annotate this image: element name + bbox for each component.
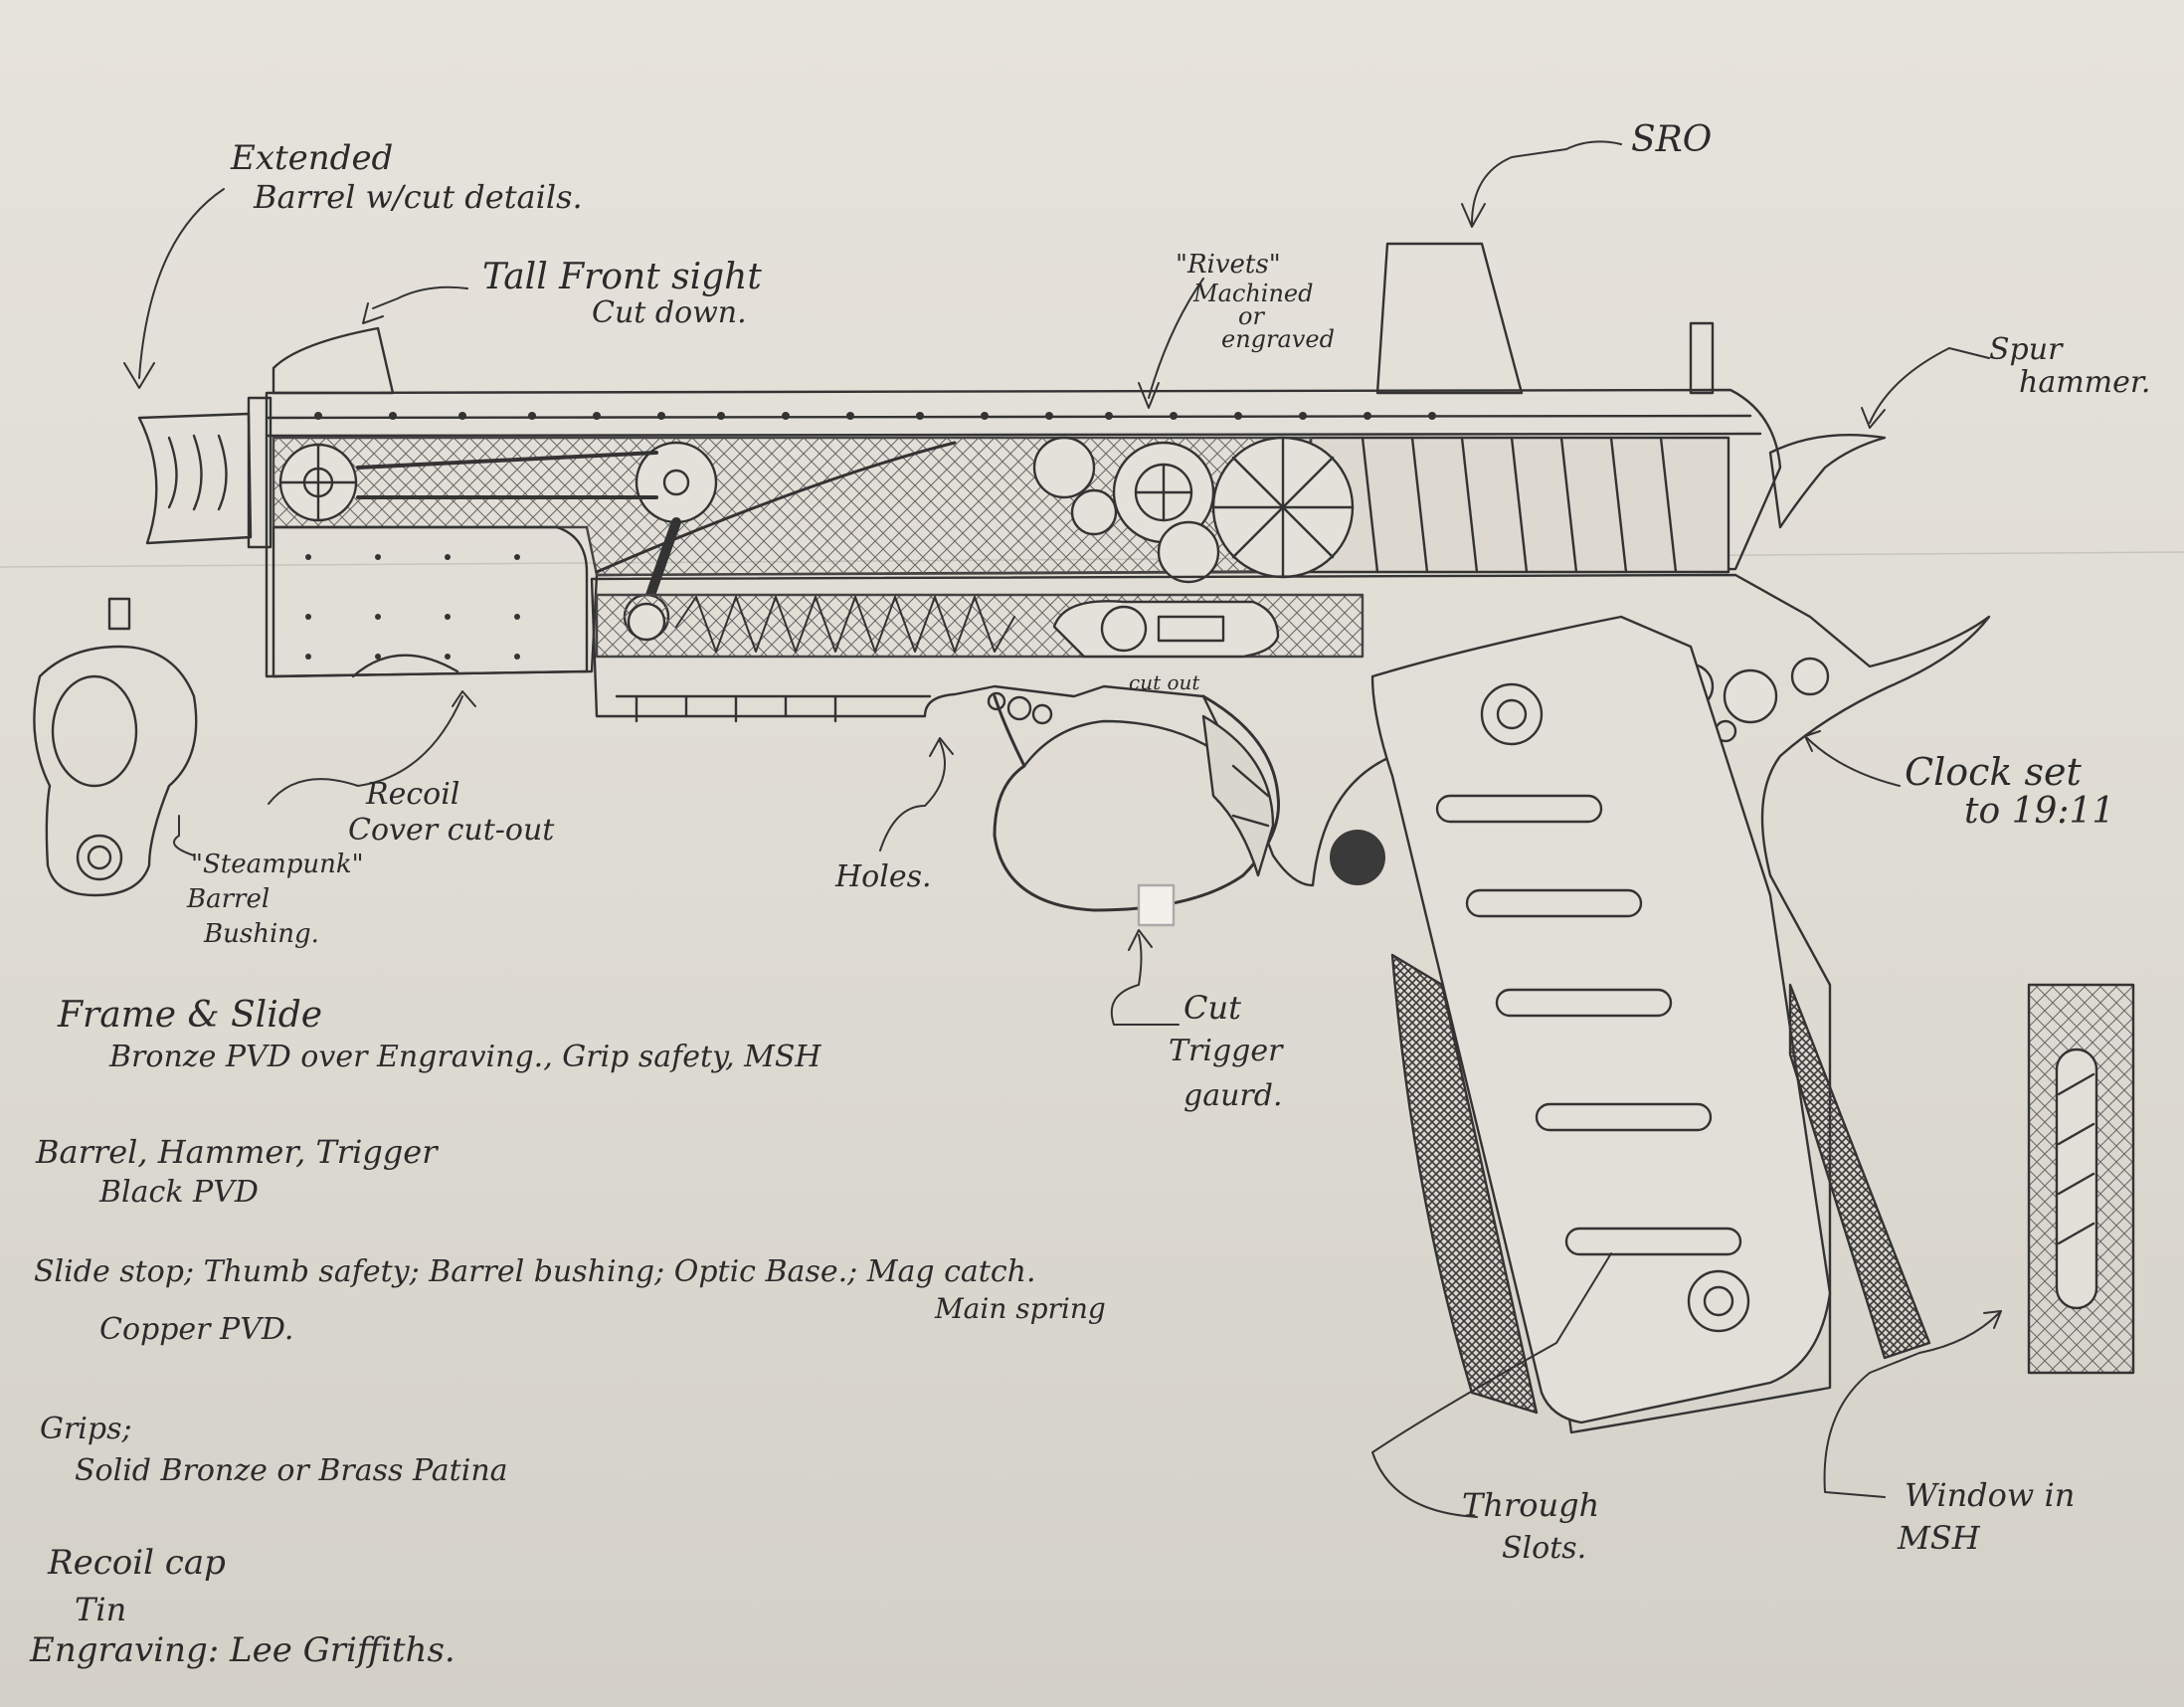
recoil-cover-cutout: [351, 654, 459, 678]
callout-clock-line2: to 19:11: [1964, 791, 2115, 832]
callout-sro: SRO: [1631, 119, 1713, 160]
msh-window: [2027, 983, 2135, 1375]
note-slide-stop-heading: Slide stop; Thumb safety; Barrel bushing…: [34, 1254, 1036, 1289]
callout-front-sight-line1: Tall Front sight: [482, 257, 762, 297]
callout-holes: Holes.: [835, 859, 932, 894]
note-grips-heading: Grips;: [40, 1412, 132, 1446]
callout-rivets-line2: Machined: [1193, 280, 1314, 307]
callout-cutout: cut out: [1129, 670, 1200, 694]
sro-optic: [1375, 242, 1524, 395]
note-barrel-hammer-heading: Barrel, Hammer, Trigger: [36, 1133, 438, 1171]
grip-panel: [1370, 615, 1931, 1424]
note-frame-slide-detail: Bronze PVD over Engraving., Grip safety,…: [109, 1040, 821, 1074]
note-recoil-cap-heading: Recoil cap: [48, 1543, 226, 1583]
callout-front-sight-line2: Cut down.: [592, 295, 747, 330]
note-recoil-cap-detail: Tin: [75, 1591, 127, 1628]
note-barrel-hammer-detail: Black PVD: [99, 1175, 259, 1210]
callout-cut-trigger-guard-line2: Trigger: [1169, 1034, 1283, 1068]
frame: [590, 573, 1991, 1434]
note-frame-slide-heading: Frame & Slide: [58, 995, 323, 1036]
note-grips-detail: Solid Bronze or Brass Patina: [75, 1453, 508, 1488]
callout-spur-hammer-line2: hammer.: [2019, 365, 2151, 400]
barrel-bushing: [33, 597, 198, 897]
callout-rivets-line1: "Rivets": [1176, 250, 1281, 280]
hammer: [1768, 433, 1887, 529]
callout-rivets-line3: or: [1238, 302, 1264, 330]
extended-barrel: [137, 396, 273, 549]
callout-clock-line1: Clock set: [1905, 750, 2082, 794]
callout-window-msh-line1: Window in: [1905, 1476, 2076, 1514]
front-sight: [272, 326, 395, 395]
callout-rivets-line4: engraved: [1221, 325, 1335, 353]
callout-through-slots-line1: Through: [1462, 1486, 1600, 1524]
callout-cut-trigger-guard-line1: Cut: [1183, 989, 1241, 1027]
callout-extended-barrel-line2: Barrel w/cut details.: [254, 178, 583, 216]
callout-window-msh-line2: MSH: [1898, 1519, 1980, 1557]
callout-through-slots-line2: Slots.: [1502, 1531, 1587, 1566]
rivets: [305, 412, 1436, 660]
callout-barrel-bushing-line3: Bushing.: [204, 919, 319, 949]
slide-panel: [272, 525, 589, 678]
callout-barrel-bushing-line1: "Steampunk": [191, 850, 364, 879]
callout-spur-hammer-line1: Spur: [1989, 332, 2063, 367]
callout-extended-barrel-line1: Extended: [231, 138, 394, 178]
callout-arrows: [123, 140, 2002, 1518]
callout-recoil-cover-line1: Recoil: [366, 777, 460, 812]
callout-cut-trigger-guard-line3: gaurd.: [1183, 1078, 1283, 1113]
note-main-spring: Main spring: [935, 1292, 1106, 1325]
finish-notes: Frame & Slide Bronze PVD over Engraving.…: [30, 995, 1323, 1691]
callout-recoil-cover-line2: Cover cut-out: [348, 813, 555, 848]
callout-barrel-bushing-line2: Barrel: [187, 884, 271, 914]
note-engraving: Engraving: Lee Griffiths.: [30, 1630, 455, 1670]
note-slide-stop-detail: Copper PVD.: [99, 1312, 294, 1347]
slide: [265, 321, 1782, 678]
